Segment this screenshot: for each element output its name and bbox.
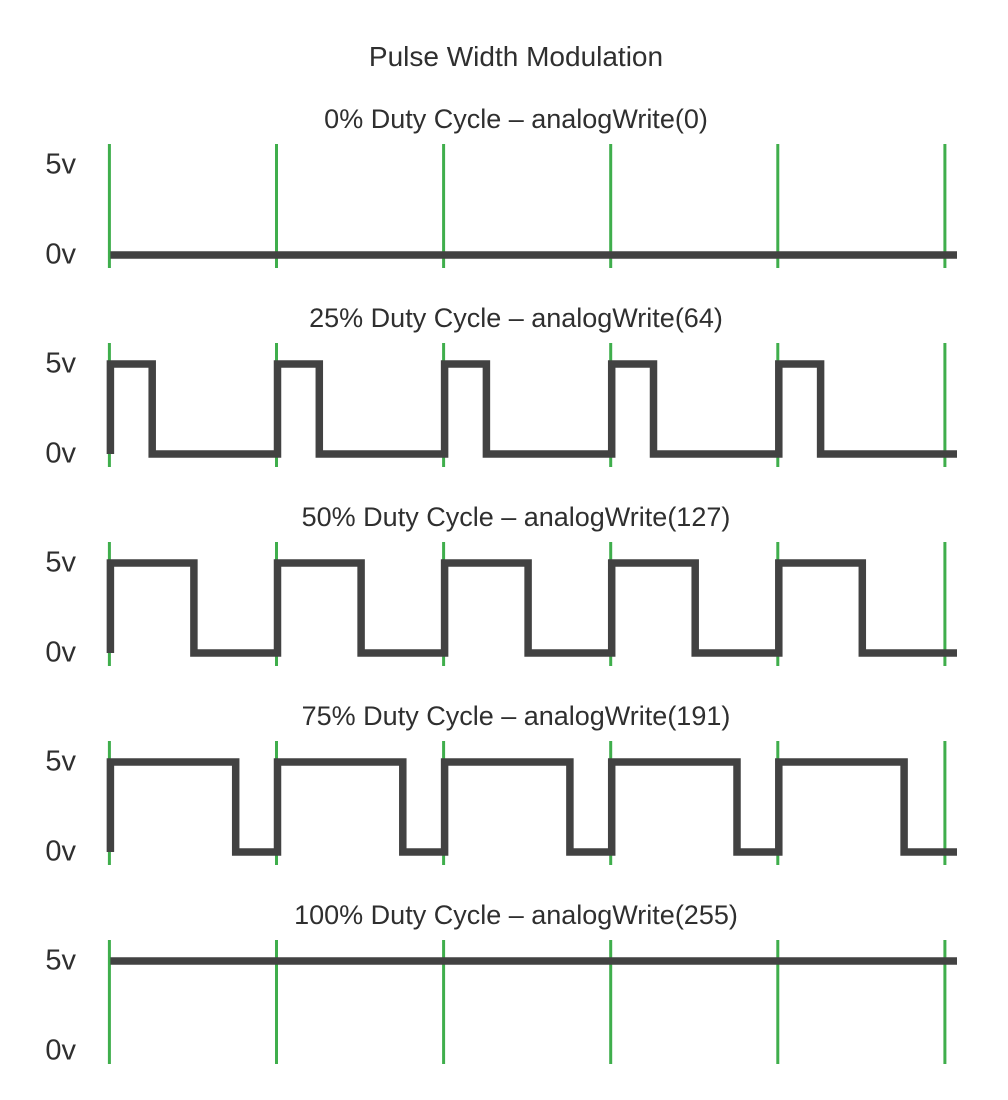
high-voltage-label: 5v xyxy=(45,546,76,579)
panel-title: 25% Duty Cycle – analogWrite(64) xyxy=(309,303,723,333)
waveform-svg xyxy=(106,741,957,865)
high-voltage-label: 5v xyxy=(45,148,76,181)
pwm-panel-0: 0% Duty Cycle – analogWrite(0) 5v 0v xyxy=(0,104,1008,303)
panel-title: 75% Duty Cycle – analogWrite(191) xyxy=(301,701,731,731)
waveform-svg xyxy=(106,343,957,467)
waveform-svg xyxy=(107,940,957,1064)
high-voltage-label: 5v xyxy=(45,745,76,778)
waveform-plot-area: 5v 0v xyxy=(0,739,1008,871)
waveform-plot-area: 5v 0v xyxy=(0,938,1008,1070)
low-voltage-label: 0v xyxy=(45,437,76,470)
panel-title: 50% Duty Cycle – analogWrite(127) xyxy=(301,502,731,532)
low-voltage-label: 0v xyxy=(45,636,76,669)
low-voltage-label: 0v xyxy=(45,1034,76,1067)
waveform-plot-area: 5v 0v xyxy=(0,540,1008,672)
waveform-plot-area: 5v 0v xyxy=(0,142,1008,274)
waveform-path xyxy=(106,758,957,856)
pwm-panel-4: 100% Duty Cycle – analogWrite(255) 5v 0v xyxy=(0,900,1008,1099)
waveform-plot-area: 5v 0v xyxy=(0,341,1008,473)
high-voltage-label: 5v xyxy=(45,944,76,977)
waveform-path xyxy=(106,559,957,657)
low-voltage-label: 0v xyxy=(45,238,76,271)
pwm-panel-3: 75% Duty Cycle – analogWrite(191) 5v 0v xyxy=(0,701,1008,900)
waveform-svg xyxy=(106,542,957,666)
high-voltage-label: 5v xyxy=(45,347,76,380)
waveform-path xyxy=(106,360,957,458)
panel-title: 0% Duty Cycle – analogWrite(0) xyxy=(324,104,708,134)
page-title: Pulse Width Modulation xyxy=(368,41,664,72)
low-voltage-label: 0v xyxy=(45,835,76,868)
panel-title: 100% Duty Cycle – analogWrite(255) xyxy=(294,900,738,930)
pwm-panel-2: 50% Duty Cycle – analogWrite(127) 5v 0v xyxy=(0,502,1008,701)
waveform-svg xyxy=(107,144,957,268)
pwm-panel-1: 25% Duty Cycle – analogWrite(64) 5v 0v xyxy=(0,303,1008,502)
